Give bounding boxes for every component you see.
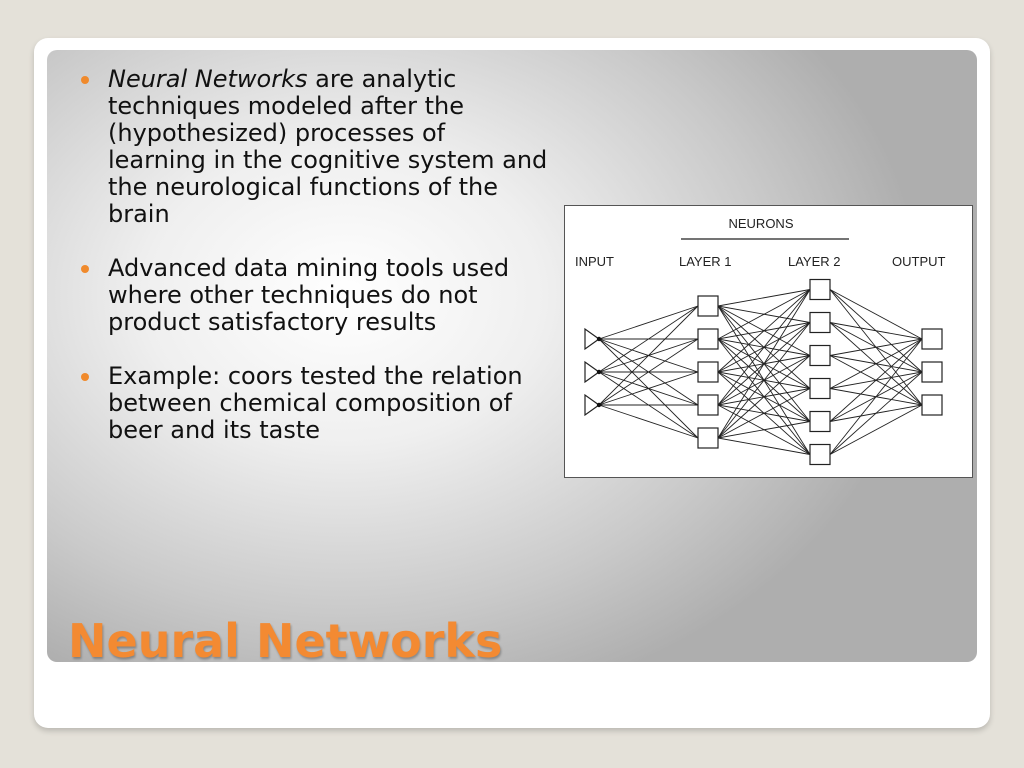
input-node-triangle — [584, 393, 601, 417]
label-output: OUTPUT — [892, 254, 946, 269]
bullet-emphasis: Neural Networks — [108, 65, 308, 93]
label-layer1: LAYER 1 — [679, 254, 732, 269]
connection-line — [717, 421, 811, 439]
connection-line — [829, 404, 923, 455]
bullet-text: are analytic techniques modeled after th… — [108, 65, 548, 228]
input-node-dot — [596, 369, 602, 375]
connection-line — [717, 289, 811, 373]
output-neuron — [921, 394, 943, 416]
output-neuron — [921, 361, 943, 383]
bullet-text: Example: coors tested the relation betwe… — [108, 362, 523, 444]
bullet-list: Neural Networks are analytic techniques … — [81, 65, 548, 471]
connection-line — [829, 338, 923, 422]
connection-line — [598, 338, 699, 406]
neural-network-diagram: NEURONS INPUT LAYER 1 LAYER 2 OUTPUT — [564, 205, 973, 478]
connection-line — [598, 305, 699, 373]
layer1-neuron — [697, 295, 719, 317]
layer1-neuron — [697, 394, 719, 416]
input-node-dot — [596, 402, 602, 408]
bullet-dot-icon — [81, 76, 89, 84]
connection-line — [717, 322, 811, 439]
label-input: INPUT — [575, 254, 614, 269]
slide-title: Neural Networks — [68, 614, 503, 668]
connection-line — [829, 338, 923, 389]
connection-lines — [598, 289, 923, 455]
connection-line — [829, 338, 923, 455]
input-node-triangle — [584, 327, 601, 351]
input-node-dot — [596, 336, 602, 342]
layer2-neuron — [809, 311, 831, 334]
layer2-neuron — [809, 278, 831, 301]
layer1-neuron — [697, 328, 719, 350]
bullet-dot-icon — [81, 265, 89, 273]
connection-line — [717, 355, 811, 439]
connection-line — [717, 437, 811, 455]
connection-line — [829, 289, 923, 340]
connection-line — [598, 305, 699, 340]
bullet-dot-icon — [81, 373, 89, 381]
layer1-neuron — [697, 361, 719, 383]
layer2-neuron — [809, 443, 831, 466]
layer1-neuron — [697, 427, 719, 449]
layer2-neuron — [809, 377, 831, 400]
bullet-item: Neural Networks are analytic techniques … — [81, 65, 548, 228]
bullet-item: Advanced data mining tools used where ot… — [81, 254, 548, 336]
connection-line — [717, 289, 811, 307]
connection-line — [829, 371, 923, 455]
connection-line — [598, 371, 699, 406]
connection-line — [717, 289, 811, 439]
neuron-nodes — [584, 278, 943, 466]
connection-line — [829, 322, 923, 340]
connection-line — [717, 289, 811, 406]
connection-line — [717, 289, 811, 340]
output-neuron — [921, 328, 943, 350]
layer2-neuron — [809, 410, 831, 433]
layer2-neuron — [809, 344, 831, 367]
bullet-text: Advanced data mining tools used where ot… — [108, 254, 510, 336]
input-node-triangle — [584, 360, 601, 384]
connection-line — [598, 305, 699, 406]
bullet-item: Example: coors tested the relation betwe… — [81, 362, 548, 444]
connection-line — [598, 404, 699, 439]
connection-line — [829, 338, 923, 356]
label-layer2: LAYER 2 — [788, 254, 841, 269]
connection-line — [717, 388, 811, 439]
neural-network-svg: NEURONS INPUT LAYER 1 LAYER 2 OUTPUT — [575, 216, 946, 466]
diagram-heading: NEURONS — [728, 216, 793, 231]
